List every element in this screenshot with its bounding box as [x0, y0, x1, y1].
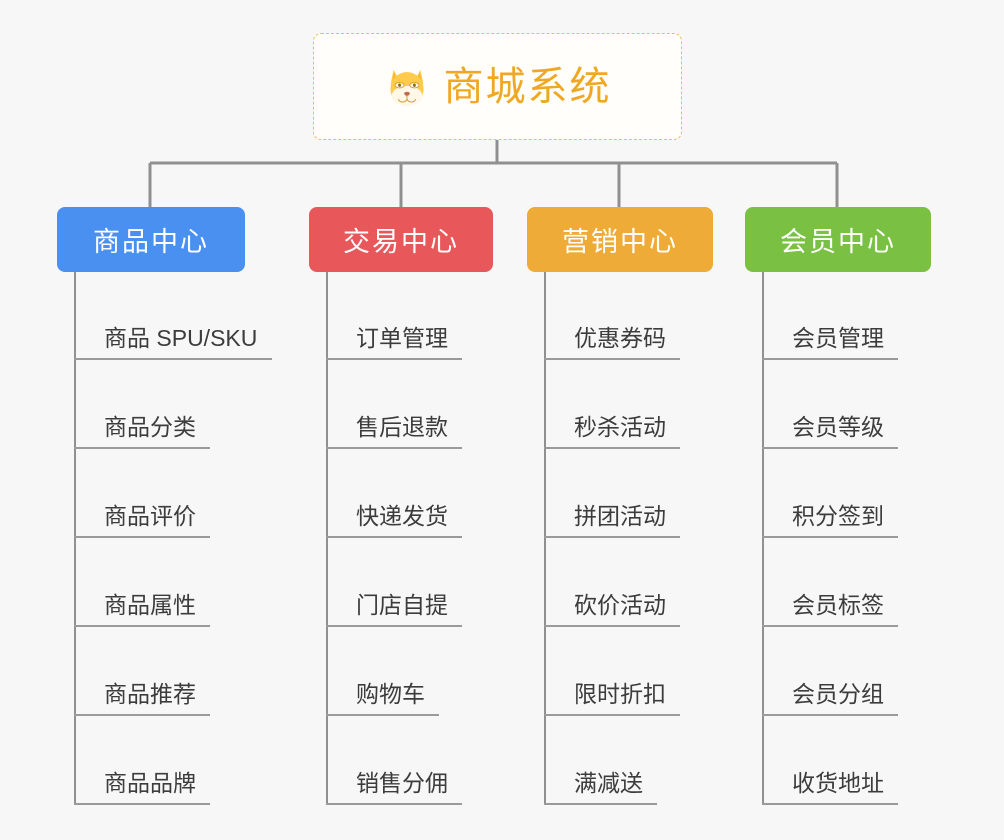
branch-head-trade[interactable]: 交易中心: [309, 207, 493, 272]
leaf-item[interactable]: 积分签到: [762, 449, 898, 538]
leaf-item[interactable]: 购物车: [326, 627, 439, 716]
branch-head-member[interactable]: 会员中心: [745, 207, 931, 272]
leaf-item[interactable]: 满减送: [544, 716, 657, 805]
root-title: 商城系统: [443, 64, 612, 109]
leaf-item[interactable]: 会员分组: [762, 627, 898, 716]
leaf-item[interactable]: 门店自提: [326, 538, 462, 627]
leaf-label: 砍价活动: [574, 592, 666, 618]
leaf-item[interactable]: 商品推荐: [74, 627, 210, 716]
leaf-label: 满减送: [574, 770, 643, 796]
leaf-label: 快递发货: [356, 503, 448, 529]
branch-head-label: 商品中心: [93, 227, 209, 257]
leaf-list-products: 商品 SPU/SKU 商品分类 商品评价 商品属性 商品推荐 商品品牌: [57, 272, 287, 805]
leaf-label: 订单管理: [356, 325, 448, 351]
branch-head-products[interactable]: 商品中心: [57, 207, 245, 272]
branch-marketing: 营销中心 优惠券码 秒杀活动 拼团活动 砍价活动 限时折扣 满减送: [527, 207, 742, 805]
leaf-label: 门店自提: [356, 592, 448, 618]
leaf-label: 商品品牌: [104, 770, 196, 796]
leaf-label: 积分签到: [792, 503, 884, 529]
branch-trade: 交易中心 订单管理 售后退款 快递发货 门店自提 购物车 销售分佣: [309, 207, 529, 805]
leaf-label: 限时折扣: [574, 681, 666, 707]
leaf-list-member: 会员管理 会员等级 积分签到 会员标签 会员分组 收货地址: [745, 272, 960, 805]
leaf-label: 商品推荐: [104, 681, 196, 707]
leaf-list-trade: 订单管理 售后退款 快递发货 门店自提 购物车 销售分佣: [309, 272, 529, 805]
leaf-item[interactable]: 收货地址: [762, 716, 898, 805]
leaf-item[interactable]: 会员标签: [762, 538, 898, 627]
branch-member: 会员中心 会员管理 会员等级 积分签到 会员标签 会员分组 收货地址: [745, 207, 960, 805]
leaf-label: 商品 SPU/SKU: [104, 325, 258, 351]
leaf-label: 拼团活动: [574, 503, 666, 529]
leaf-label: 商品属性: [104, 592, 196, 618]
leaf-item[interactable]: 秒杀活动: [544, 360, 680, 449]
leaf-label: 售后退款: [356, 414, 448, 440]
root-node[interactable]: 商城系统: [313, 33, 682, 140]
leaf-label: 购物车: [356, 681, 425, 707]
leaf-item[interactable]: 会员管理: [762, 272, 898, 360]
leaf-item[interactable]: 会员等级: [762, 360, 898, 449]
leaf-label: 商品分类: [104, 414, 196, 440]
branch-products: 商品中心 商品 SPU/SKU 商品分类 商品评价 商品属性 商品推荐 商品品牌: [57, 207, 287, 805]
leaf-label: 秒杀活动: [574, 414, 666, 440]
leaf-label: 商品评价: [104, 503, 196, 529]
leaf-item[interactable]: 售后退款: [326, 360, 462, 449]
leaf-label: 会员等级: [792, 414, 884, 440]
leaf-label: 会员分组: [792, 681, 884, 707]
dog-face-emoji-icon: [389, 69, 424, 106]
leaf-label: 会员标签: [792, 592, 884, 618]
leaf-item[interactable]: 快递发货: [326, 449, 462, 538]
branch-head-label: 会员中心: [780, 227, 896, 257]
leaf-item[interactable]: 销售分佣: [326, 716, 462, 805]
leaf-item[interactable]: 砍价活动: [544, 538, 680, 627]
leaf-item[interactable]: 限时折扣: [544, 627, 680, 716]
branch-head-marketing[interactable]: 营销中心: [527, 207, 713, 272]
leaf-label: 优惠券码: [574, 325, 666, 351]
leaf-item[interactable]: 商品属性: [74, 538, 210, 627]
leaf-item[interactable]: 商品 SPU/SKU: [74, 272, 272, 360]
leaf-item[interactable]: 订单管理: [326, 272, 462, 360]
branch-head-label: 营销中心: [562, 227, 678, 257]
leaf-item[interactable]: 优惠券码: [544, 272, 680, 360]
leaf-label: 收货地址: [792, 770, 884, 796]
branch-head-label: 交易中心: [343, 227, 459, 257]
leaf-item[interactable]: 商品分类: [74, 360, 210, 449]
leaf-list-marketing: 优惠券码 秒杀活动 拼团活动 砍价活动 限时折扣 满减送: [527, 272, 742, 805]
leaf-item[interactable]: 商品品牌: [74, 716, 210, 805]
leaf-label: 会员管理: [792, 325, 884, 351]
leaf-item[interactable]: 拼团活动: [544, 449, 680, 538]
leaf-label: 销售分佣: [356, 770, 448, 796]
leaf-item[interactable]: 商品评价: [74, 449, 210, 538]
